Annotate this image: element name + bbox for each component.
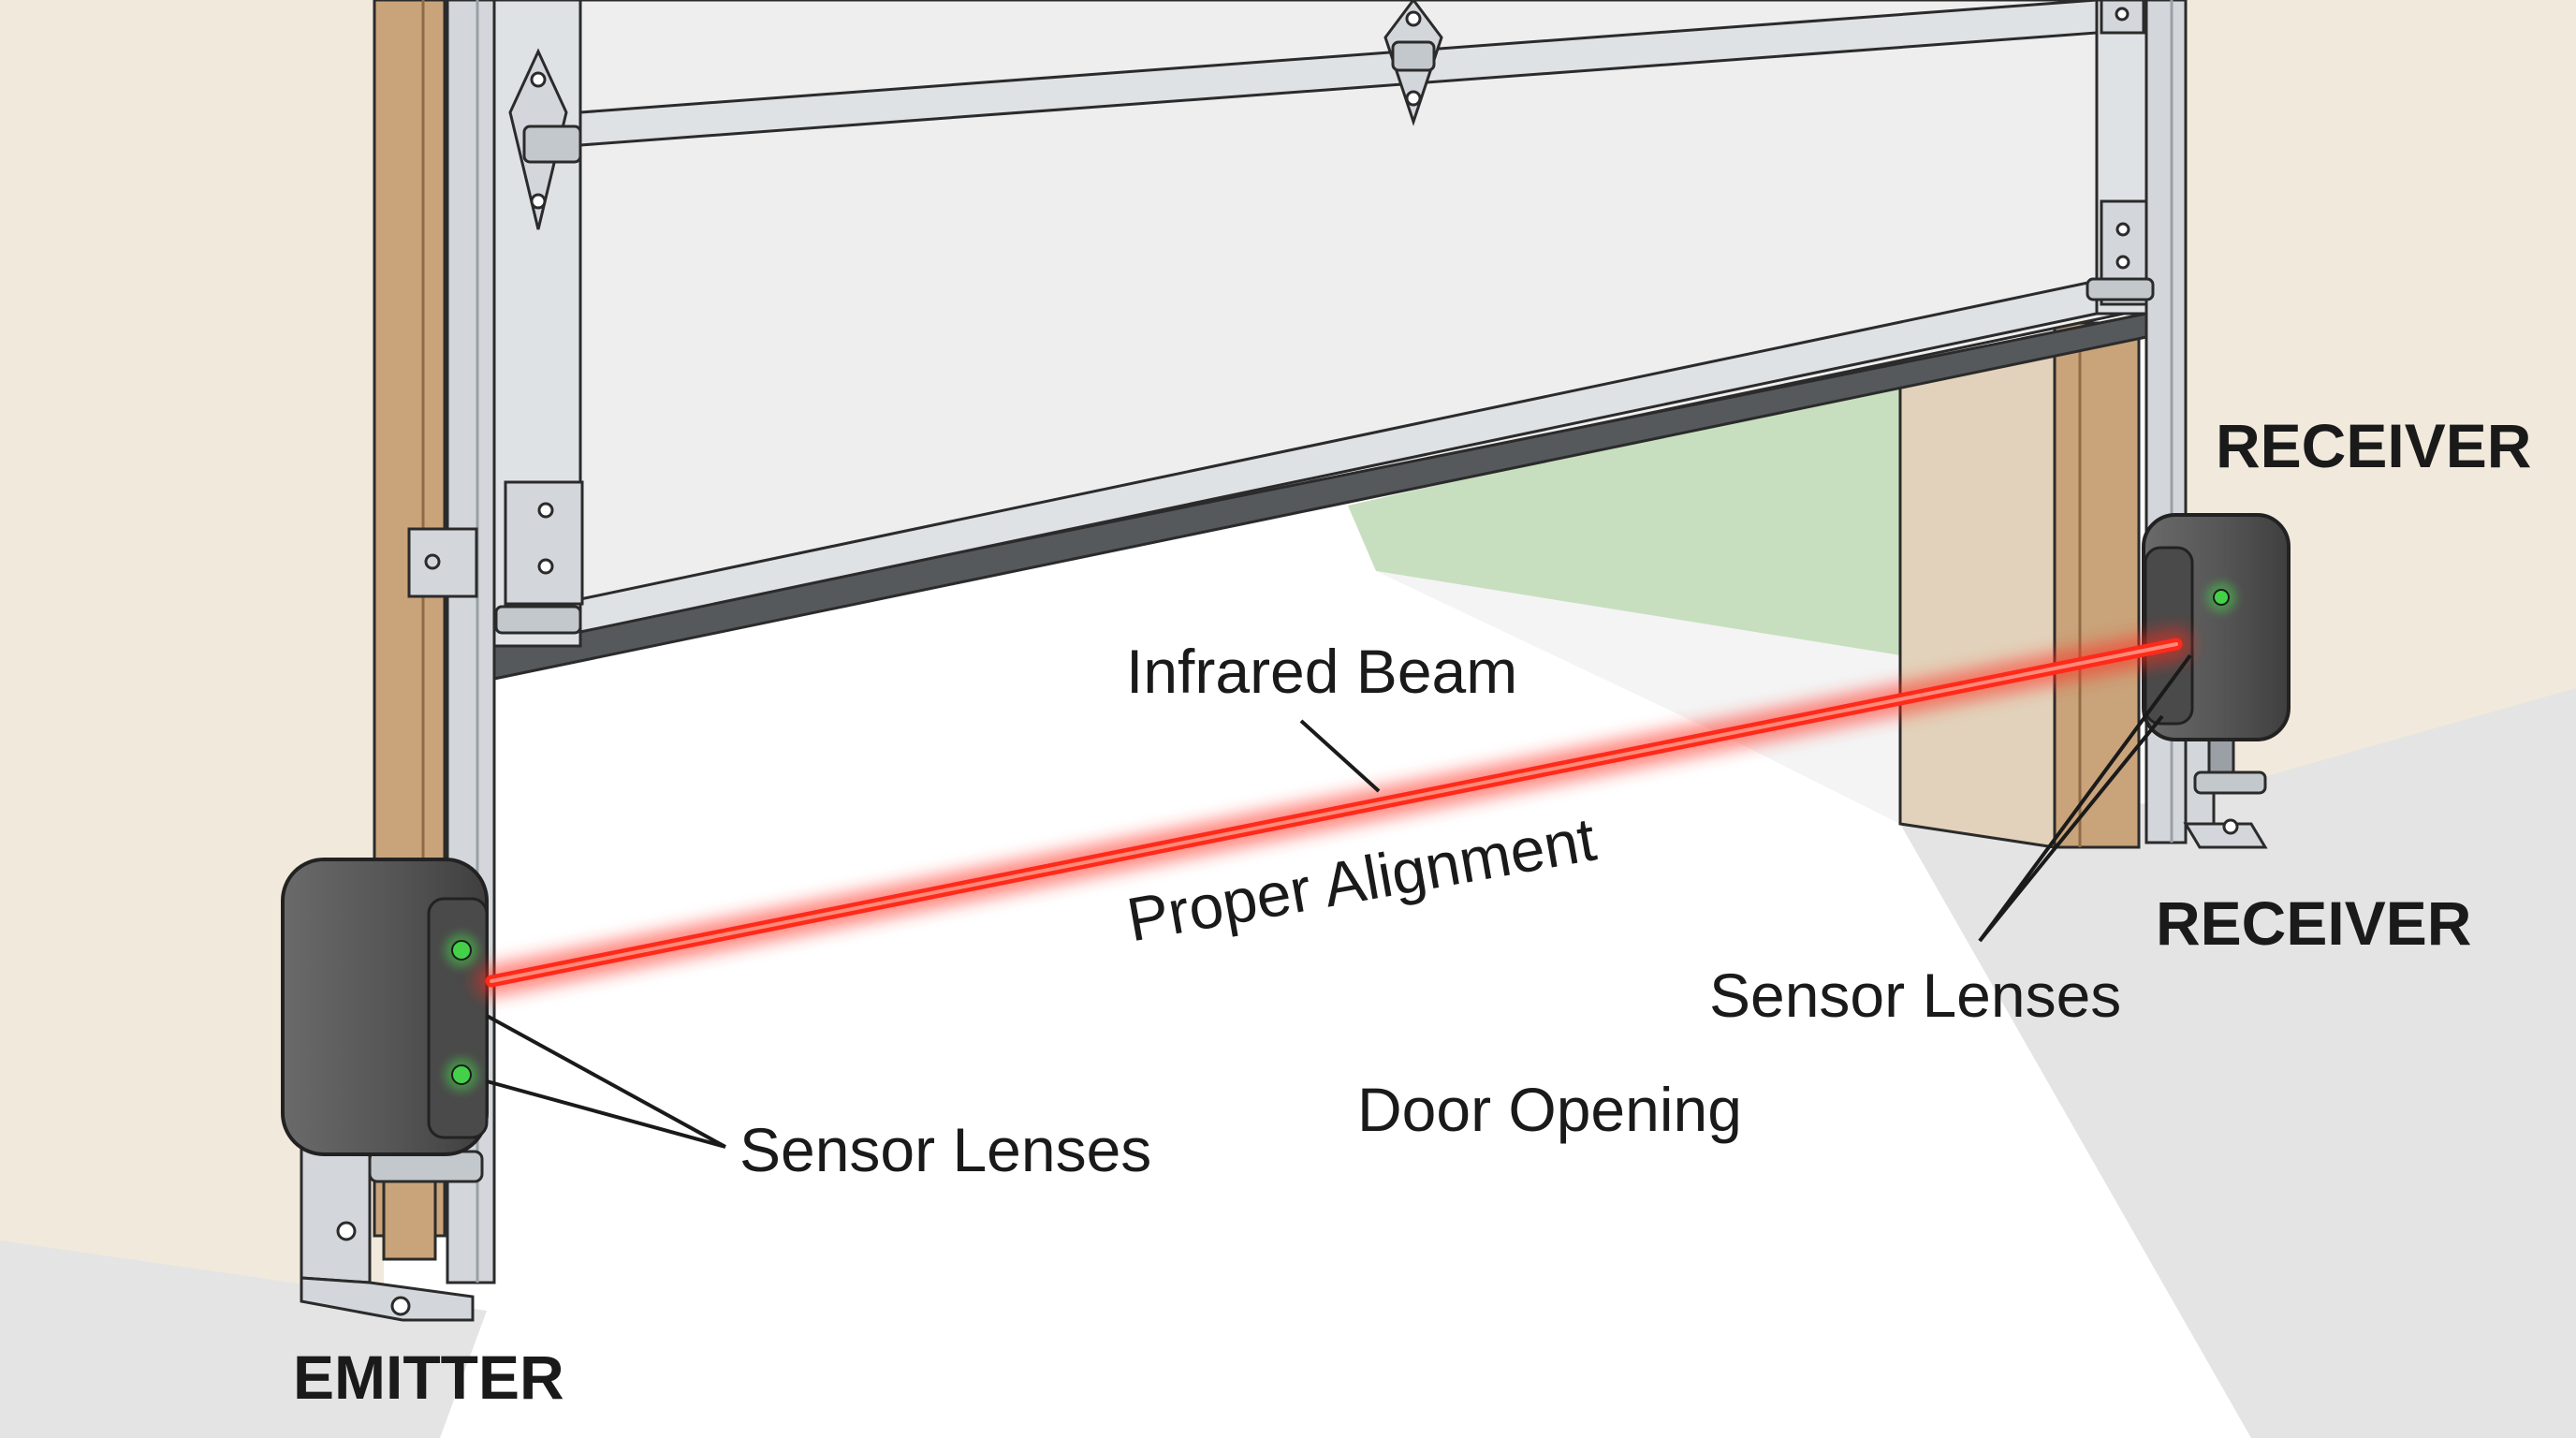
door-bottom-seal (492, 312, 2148, 681)
leader-emitter-lens-bottom (486, 1079, 726, 1149)
right-jamb-face (1898, 340, 2056, 849)
hinge-center (1383, 0, 1443, 126)
emitter-sensor-lenses-label: Sensor Lenses (739, 1115, 1152, 1184)
receiver-label-top: RECEIVER (2216, 411, 2532, 480)
emitter-label: EMITTER (293, 1343, 564, 1412)
door-opening-label: Door Opening (1357, 1075, 1742, 1144)
hinge-left-lower (494, 480, 584, 635)
hinge-left-upper (508, 48, 582, 230)
emitter-led-top (451, 940, 472, 961)
emitter-led-bottom (451, 1064, 472, 1085)
outside-floor (1376, 571, 1900, 824)
receiver-sensor-lenses-label: Sensor Lenses (1709, 961, 2122, 1030)
floor-shadow-left (0, 1240, 487, 1438)
infrared-beam (476, 628, 2192, 997)
left-track-bracket (407, 527, 478, 598)
leader-emitter-lens-top (486, 1014, 726, 1149)
leader-receiver-lens-top (1978, 653, 2192, 943)
receiver-label-mid: RECEIVER (2156, 888, 2472, 958)
floor-shadow-right (1900, 688, 2576, 1438)
infrared-beam-label: Infrared Beam (1126, 637, 1518, 706)
daylight-gap (1348, 379, 1900, 655)
right-wood-trim (2053, 321, 2141, 849)
receiver-sensor (2142, 513, 2291, 741)
emitter-mount-bracket (300, 1145, 484, 1322)
leader-infrared-beam (1299, 719, 1381, 793)
hinge-right-lower (2086, 199, 2155, 306)
hinge-right-top (2100, 0, 2145, 35)
emitter-sensor (281, 858, 489, 1156)
leader-receiver-lens-bottom (1978, 714, 2164, 943)
receiver-led (2213, 589, 2230, 606)
receiver-mount-bracket (2183, 738, 2268, 849)
